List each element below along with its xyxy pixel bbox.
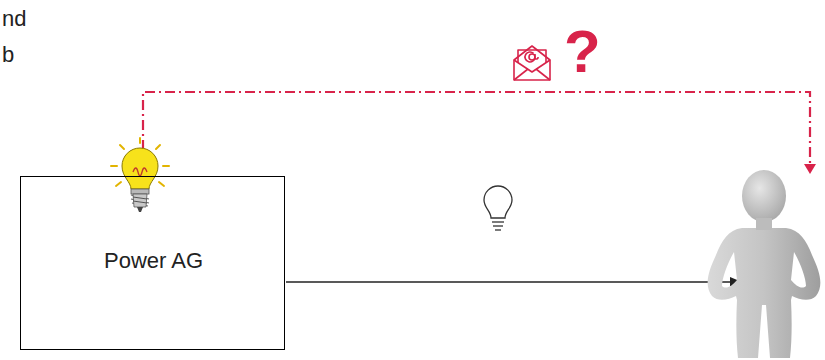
company-box: Power AG <box>20 176 285 350</box>
bulb-outline-icon <box>484 186 512 230</box>
company-name: Power AG <box>104 248 203 274</box>
cut-off-text: b <box>2 44 14 66</box>
lightbulb-icon <box>111 138 169 212</box>
arrow-head <box>804 164 816 174</box>
cut-off-text: nd <box>2 8 26 30</box>
dashed-path <box>143 92 810 166</box>
person-figure <box>708 170 821 358</box>
question-mark: ? <box>564 22 601 82</box>
email-icon <box>514 46 550 80</box>
flow-arrow <box>286 281 732 283</box>
